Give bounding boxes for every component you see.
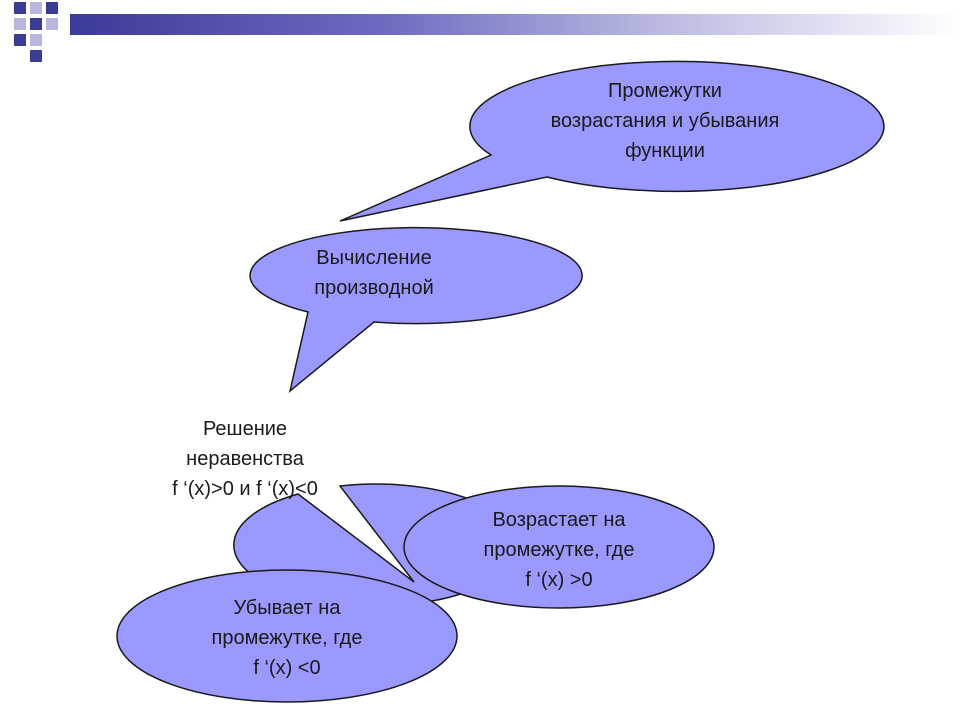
ellipse-decreasing — [116, 569, 458, 703]
inequality-label: Решение неравенства f ‘(x)>0 и f ‘(x)<0 — [110, 413, 380, 505]
inequality-label-line3: f ‘(x)>0 и f ‘(x)<0 — [172, 478, 318, 500]
ellipse-increasing — [403, 485, 715, 609]
deco-square — [30, 2, 42, 14]
intervals-label: Промежутки возрастания и убывания функци… — [470, 76, 860, 166]
deco-square — [30, 34, 42, 46]
decreasing-label: Убывает на промежутке, где f ‘(x) <0 — [137, 592, 437, 684]
derivative-label-line2: производной — [314, 277, 434, 299]
deco-square — [14, 34, 26, 46]
inequality-label-line2: неравенства — [186, 448, 304, 470]
deco-square — [46, 18, 58, 30]
intervals-label-line2: возрастания и убывания — [550, 110, 780, 132]
deco-square — [30, 50, 42, 62]
derivative-label-line1: Вычисление — [316, 247, 432, 269]
decreasing-label-line3: f ‘(x) <0 — [253, 657, 321, 679]
increasing-label-line2: промежутке, где — [483, 539, 635, 561]
inequality-label-line1: Решение — [202, 418, 288, 440]
decreasing-label-line2: промежутке, где — [211, 627, 363, 649]
increasing-label-line1: Возрастает на — [492, 509, 626, 531]
decreasing-label-line1: Убывает на — [233, 597, 341, 619]
header-gradient-bar — [70, 14, 960, 35]
callout-derivative — [249, 226, 583, 393]
increasing-label-line3: f ‘(x) >0 — [525, 569, 593, 591]
intervals-label-line3: функции — [625, 140, 705, 162]
callout-intervals — [339, 60, 885, 222]
increasing-label: Возрастает на промежутке, где f ‘(x) >0 — [414, 504, 704, 596]
deco-square — [46, 2, 58, 14]
deco-square — [14, 18, 26, 30]
deco-square — [14, 2, 26, 14]
derivative-label: Вычисление производной — [224, 242, 524, 304]
deco-square — [30, 18, 42, 30]
intervals-label-line1: Промежутки — [608, 80, 722, 102]
